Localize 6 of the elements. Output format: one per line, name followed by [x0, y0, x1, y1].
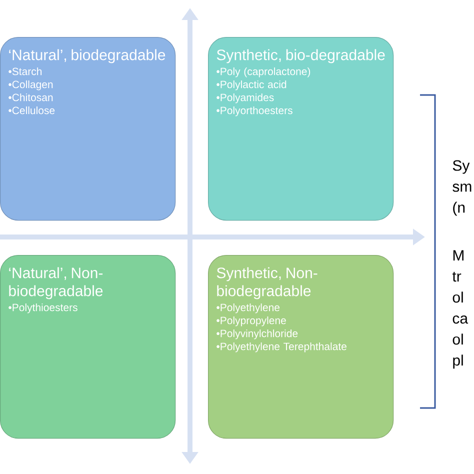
side-note: Sy sm (n — [452, 160, 472, 216]
category-box: Synthetic, bio-degradable •Poly (caprolactone) •Polylactic acid •Polyamides •Polyorthoesters — [208, 37, 394, 221]
category-box: Synthetic, Non-biodegradable •Polyethylene •Polypropylene •Polyvinylchloride •Polyethylene Terephthalate — [208, 255, 394, 439]
category-box: ‘Natural’, Non-biodegradable •Polythioesters — [0, 255, 176, 439]
category-box: ‘Natural’, biodegradable •Starch •Collagen •Chitosan •Cellulose — [0, 37, 176, 221]
side-note: M tr ol ca ol pl — [452, 250, 468, 369]
